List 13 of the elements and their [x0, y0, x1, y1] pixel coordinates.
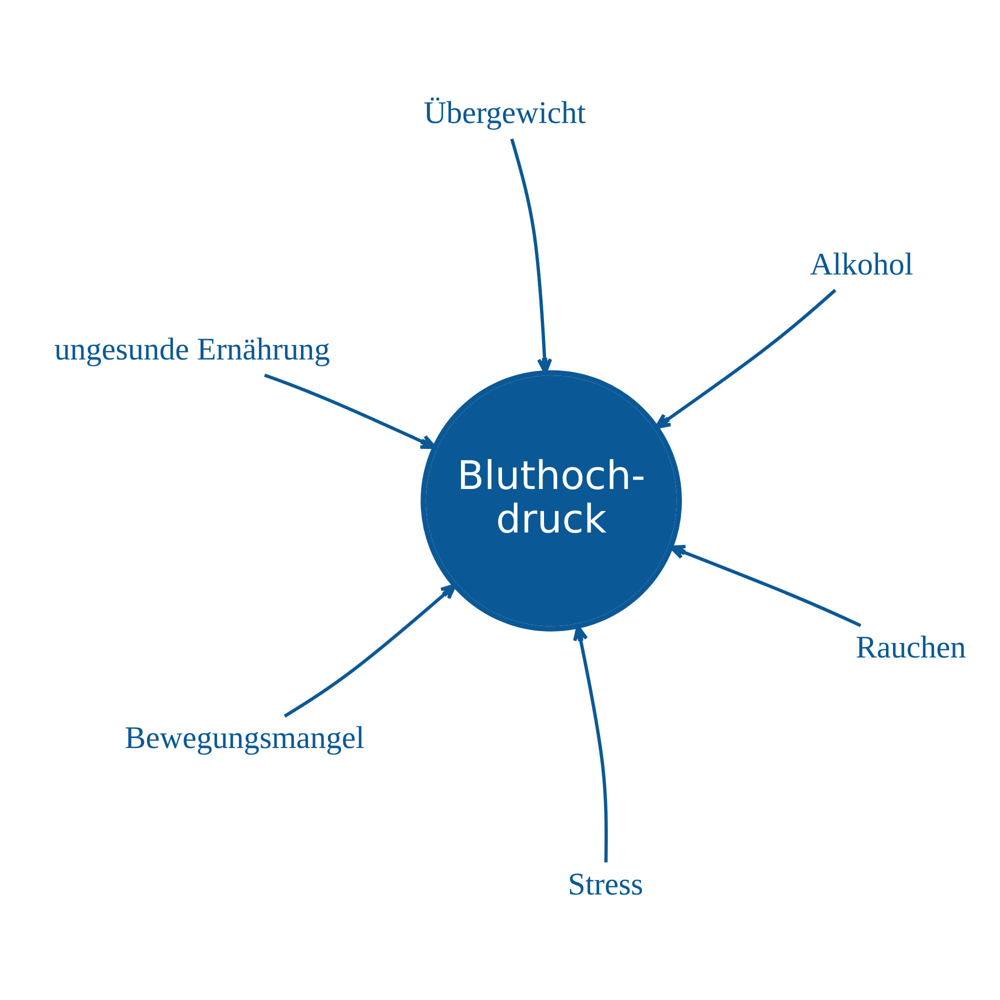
node-circle: Bluthoch- druck	[420, 370, 682, 631]
node-text: Stress	[568, 866, 644, 901]
arrow	[284, 583, 457, 718]
arrow	[264, 373, 436, 448]
node-text: ungesunde Ernährung	[54, 331, 330, 366]
node-text: Übergewicht	[424, 94, 586, 130]
arrow	[669, 544, 862, 627]
arrow	[510, 138, 552, 374]
node-text: Bewegungsmangel	[124, 719, 365, 754]
arrow	[654, 288, 836, 429]
node-text: Alkohol	[810, 246, 914, 282]
arrow	[573, 624, 608, 862]
node-text: Rauchen	[856, 628, 966, 664]
